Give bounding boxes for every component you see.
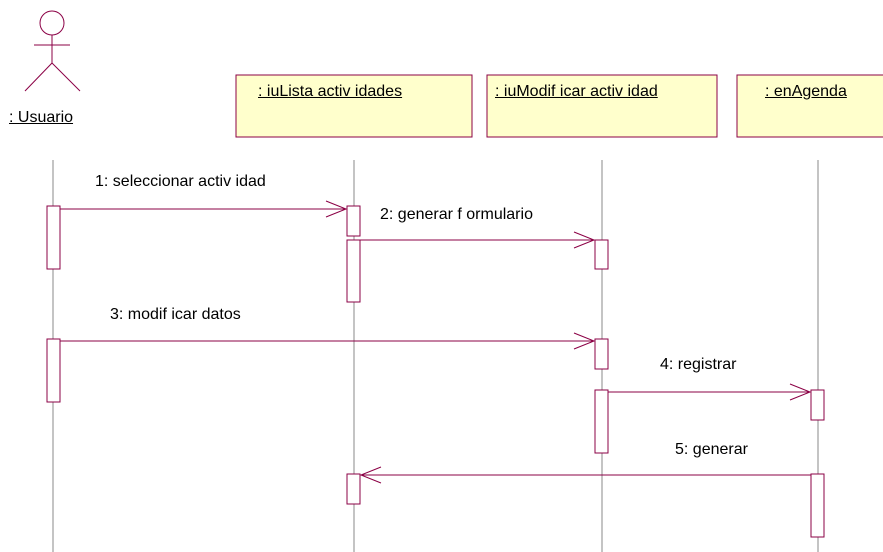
activation-enagenda-1: [810, 389, 825, 421]
message-arrow-1[interactable]: [60, 200, 348, 218]
message-arrow-2[interactable]: [360, 231, 596, 249]
message-label-4: 4: registrar: [660, 356, 737, 373]
activation-enagenda-2: [810, 473, 825, 538]
object-label-enagenda[interactable]: : enAgenda: [765, 83, 847, 100]
activation-iulista-3: [346, 473, 361, 505]
activation-iumodificar-2: [594, 338, 609, 370]
message-arrow-5[interactable]: [359, 466, 811, 484]
message-label-5: 5: generar: [675, 441, 748, 458]
object-box-enagenda[interactable]: [736, 74, 883, 138]
object-box-iumodificar[interactable]: [486, 74, 718, 138]
message-label-1: 1: seleccionar activ idad: [95, 173, 266, 190]
message-arrow-3[interactable]: [60, 332, 596, 350]
activation-iulista-2: [346, 239, 361, 303]
message-label-2: 2: generar f ormulario: [380, 206, 533, 223]
message-label-3: 3: modif icar datos: [110, 306, 241, 323]
object-label-iumodificar[interactable]: : iuModif icar activ idad: [495, 83, 658, 100]
actor-usuario-figure: [24, 10, 81, 92]
activation-iumodificar-3: [594, 389, 609, 454]
activation-iumodificar-1: [594, 239, 609, 270]
activation-usuario-2: [46, 338, 61, 403]
activation-iulista-1: [346, 205, 361, 237]
activation-usuario-1: [46, 205, 61, 270]
object-label-iulista[interactable]: : iuLista activ idades: [258, 83, 403, 100]
object-box-iulista[interactable]: [235, 74, 473, 138]
actor-usuario-label: : Usuario: [9, 109, 74, 126]
message-arrow-4[interactable]: [608, 383, 812, 401]
